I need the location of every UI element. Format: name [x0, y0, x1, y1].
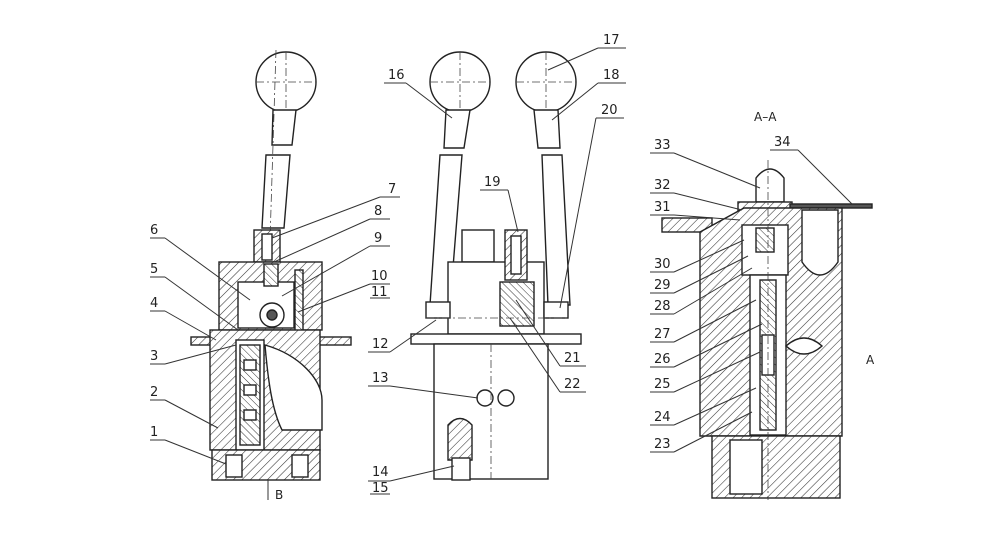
- label-5: 5: [150, 262, 158, 277]
- label-7: 7: [388, 182, 396, 197]
- label-25: 25: [654, 377, 671, 392]
- leader-lines: [150, 47, 853, 482]
- label-1: 1: [150, 425, 158, 440]
- label-33: 33: [654, 138, 671, 153]
- label-13: 13: [372, 371, 389, 386]
- label-14: 14: [372, 465, 389, 480]
- label-18: 18: [603, 68, 620, 83]
- label-27: 27: [654, 327, 671, 342]
- center-right-lever: [541, 154, 571, 306]
- label-12: 12: [372, 337, 389, 352]
- label-6: 6: [150, 223, 158, 238]
- label-29: 29: [654, 278, 671, 293]
- center-cap: [461, 229, 495, 263]
- label-17: 17: [603, 33, 620, 48]
- label-19: 19: [484, 175, 501, 190]
- label-9: 9: [374, 231, 382, 246]
- part-labels: 1 2 3 4 5 6 7 8 9 10 11 12 13 14 15 16 1…: [150, 33, 791, 496]
- view-marker-b: B: [275, 488, 283, 502]
- label-28: 28: [654, 299, 671, 314]
- center-port-fitting: [451, 457, 471, 481]
- label-22: 22: [564, 377, 581, 392]
- gauge-port-right: [497, 389, 515, 407]
- left-lever-upper: [271, 109, 297, 146]
- center-mounting-plate: [410, 333, 582, 345]
- label-11: 11: [371, 285, 388, 300]
- label-34: 34: [774, 135, 791, 150]
- section-title: A–A: [754, 110, 777, 124]
- section-top-button: [755, 168, 785, 203]
- label-16: 16: [388, 68, 405, 83]
- view-marker-a: A: [866, 353, 875, 367]
- label-31: 31: [654, 200, 671, 215]
- label-24: 24: [654, 410, 671, 425]
- label-4: 4: [150, 296, 158, 311]
- label-10: 10: [371, 269, 388, 284]
- label-15: 15: [372, 481, 389, 496]
- label-2: 2: [150, 385, 158, 400]
- right-section-view: [661, 160, 873, 500]
- label-26: 26: [654, 352, 671, 367]
- label-21: 21: [564, 351, 581, 366]
- label-3: 3: [150, 349, 158, 364]
- left-lever-shaft: [261, 154, 291, 229]
- label-20: 20: [601, 103, 618, 118]
- label-8: 8: [374, 204, 382, 219]
- center-view: [410, 51, 582, 481]
- label-23: 23: [654, 437, 671, 452]
- label-30: 30: [654, 257, 671, 272]
- label-32: 32: [654, 178, 671, 193]
- left-view: [190, 49, 352, 500]
